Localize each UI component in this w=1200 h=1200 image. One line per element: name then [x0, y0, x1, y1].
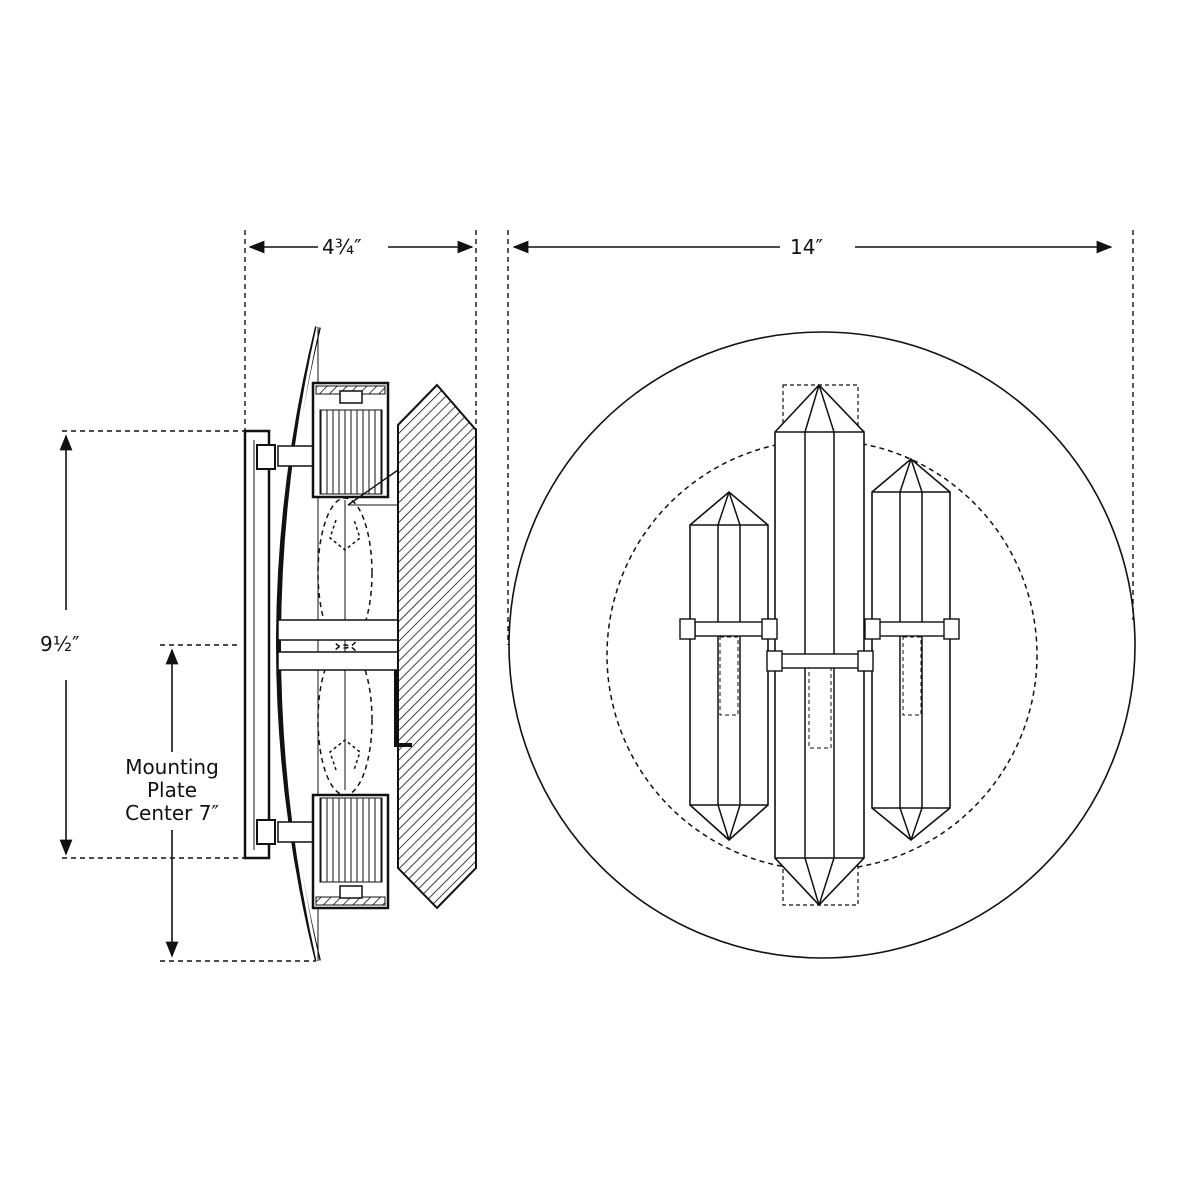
arm: [277, 651, 399, 671]
crystal-right: [871, 457, 951, 842]
extension-lines: [62, 230, 1134, 962]
width-dimension-label: 14″: [790, 235, 823, 259]
mounting-plate-label-line3: Center 7″: [112, 802, 232, 825]
bottom-cup: [311, 793, 390, 910]
mounting-plate-label-line1: Mounting: [112, 756, 232, 779]
top-cup: [311, 381, 390, 499]
arm: [277, 619, 399, 641]
depth-dimension-label: 4¾″: [322, 235, 362, 259]
backplate-circle: [508, 331, 1136, 959]
crystal-left: [689, 490, 769, 842]
brackets: [679, 618, 960, 672]
height-dimension-label: 9½″: [40, 632, 80, 656]
canopy: [276, 326, 321, 962]
crystal-middle: [774, 383, 865, 907]
side-view: [243, 326, 477, 962]
front-view: [508, 331, 1136, 959]
backplate: [243, 429, 271, 860]
mounting-plate-label-line2: Plate: [112, 779, 232, 802]
crystal-side: [397, 383, 477, 910]
dimension-arrows: [59, 240, 1113, 958]
